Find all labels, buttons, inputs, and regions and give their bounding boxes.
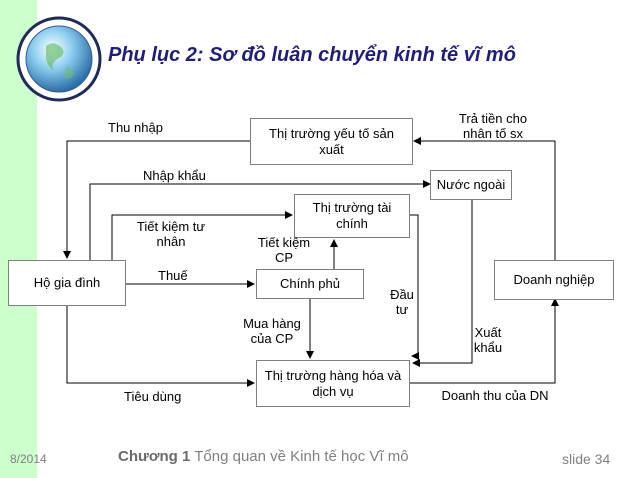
node-goods-market: Thị trường hàng hóa và dịch vụ bbox=[256, 360, 410, 407]
label-tax: Thuế bbox=[158, 268, 188, 283]
arrow-factor-payment bbox=[413, 137, 556, 261]
footer-date: 8/2014 bbox=[10, 452, 47, 466]
globe-logo-icon bbox=[16, 16, 102, 102]
footer-chapter: Chương 1 Tổng quan về Kinh tế học Vĩ mô bbox=[118, 448, 409, 465]
label-exports: Xuất khẩu bbox=[473, 325, 503, 355]
node-foreign: Nước ngoài bbox=[430, 170, 512, 200]
footer-chapter-number: Chương 1 bbox=[118, 448, 191, 465]
arrow-exports bbox=[412, 199, 473, 367]
node-government: Chính phủ bbox=[256, 269, 364, 299]
label-imports: Nhập khẩu bbox=[143, 168, 206, 183]
arrow-private-saving bbox=[111, 211, 293, 261]
node-factor-market: Thị trường yếu tố sản xuất bbox=[250, 118, 413, 165]
arrow-firm-revenue bbox=[410, 298, 559, 384]
slide-number: slide 34 bbox=[562, 451, 611, 467]
label-investment: Đầu tư bbox=[390, 287, 414, 317]
label-income: Thu nhập bbox=[108, 120, 163, 135]
node-household: Hộ gia đình bbox=[8, 260, 126, 306]
arrow-consumption bbox=[66, 306, 255, 387]
page-title: Phụ lục 2: Sơ đồ luân chuyển kinh tế vĩ … bbox=[108, 44, 516, 66]
arrow-income bbox=[63, 140, 250, 259]
node-firm: Doanh nghiệp bbox=[494, 260, 614, 300]
node-financial-market: Thị trường tài chính bbox=[294, 194, 410, 238]
arrow-investment bbox=[410, 214, 419, 360]
label-gov-purchase: Mua hàng của CP bbox=[243, 316, 301, 346]
label-firm-revenue: Doanh thu của DN bbox=[441, 388, 549, 403]
arrow-imports bbox=[89, 180, 431, 261]
label-factor-payment: Trả tiền cho nhân tố sx bbox=[458, 111, 528, 141]
label-consumption: Tiêu dùng bbox=[124, 389, 182, 404]
label-gov-saving: Tiết kiệm CP bbox=[257, 235, 311, 265]
label-private-saving: Tiết kiệm tư nhân bbox=[136, 219, 206, 249]
footer-chapter-title: Tổng quan về Kinh tế học Vĩ mô bbox=[194, 448, 409, 465]
